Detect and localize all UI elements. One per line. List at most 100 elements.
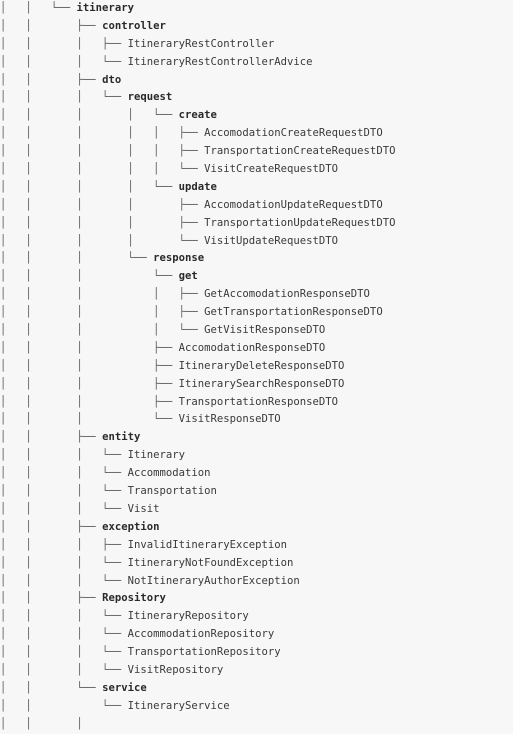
tree-guides: │ │ │ └── (0, 449, 128, 462)
file-name: Accommodation (127, 467, 211, 480)
tree-line: │ │ │ ├── ItineraryDeleteResponseDTO (0, 358, 395, 376)
tree-line: │ │ └── ItineraryService (0, 698, 395, 716)
tree-guides: │ │ │ └── (0, 610, 128, 623)
tree-guides: │ │ │ └── (0, 628, 128, 641)
tree-guides: │ │ │ ├── (0, 37, 128, 50)
file-name: ItineraryRestController (127, 37, 275, 50)
tree-line: │ │ │ ├── TransportationResponseDTO (0, 394, 395, 412)
tree-line: │ │ │ └── Accommodation (0, 465, 395, 483)
tree-guides: │ │ │ └── (0, 252, 154, 265)
file-name: Itinerary (127, 449, 185, 462)
tree-line: │ │ │ │ └── VisitUpdateRequestDTO (0, 233, 395, 251)
file-name: GetAccomodationResponseDTO (204, 288, 370, 301)
tree-guides: │ │ │ ├── (0, 341, 179, 354)
file-name: ItineraryRepository (127, 610, 249, 623)
tree-guides: │ │ │ │ ├── (0, 216, 205, 229)
file-name: Transportation (127, 485, 217, 498)
file-name: ItineraryService (127, 699, 230, 712)
file-name: VisitCreateRequestDTO (204, 163, 339, 176)
folder-name: service (102, 681, 147, 694)
folder-name: controller (102, 19, 166, 32)
tree-line: │ │ ├── exception (0, 519, 395, 537)
file-name: VisitResponseDTO (178, 413, 281, 426)
folder-name: response (153, 252, 205, 265)
tree-line: │ │ │ │ │ └── VisitCreateRequestDTO (0, 161, 395, 179)
tree-guides: │ │ │ └── (0, 663, 128, 676)
tree-guides: │ │ │ │ │ ├── (0, 127, 205, 140)
tree-line: │ │ │ └── VisitRepository (0, 662, 395, 680)
tree-guides: │ │ │ └── (0, 413, 179, 426)
tree-line: │ │ │ │ └── create (0, 107, 395, 125)
tree-guides: │ │ │ └── (0, 646, 128, 659)
tree-guides: │ │ │ └── (0, 556, 128, 569)
file-name: ItineraryNotFoundException (127, 556, 294, 569)
tree-guides: │ │ ├── (0, 520, 103, 533)
file-name: ItinerarySearchResponseDTO (178, 377, 345, 390)
file-name: TransportationResponseDTO (178, 395, 339, 408)
tree-line: │ │ │ └── NotItineraryAuthorException (0, 573, 395, 591)
tree-guides: │ │ │ │ │ └── (0, 163, 205, 176)
tree-guides: │ │ ├── (0, 431, 103, 444)
tree-guides: │ │ │ ├── (0, 395, 179, 408)
file-name: TransportationRepository (127, 646, 281, 659)
file-name: NotItineraryAuthorException (127, 574, 300, 587)
tree-guides: │ │ │ │ ├── (0, 288, 205, 301)
tree-line: │ │ │ │ └── update (0, 179, 395, 197)
tree-line: │ │ │ └── VisitResponseDTO (0, 411, 395, 429)
tree-guides: │ │ │ └── (0, 502, 128, 515)
tree-line: │ │ │ │ ├── GetAccomodationResponseDTO (0, 286, 395, 304)
tree-line: │ │ │ └── AccommodationRepository (0, 626, 395, 644)
tree-line: │ │ │ └── get (0, 268, 395, 286)
tree-guides: │ │ │ │ └── (0, 180, 179, 193)
tree-guides: │ │ │ (0, 717, 83, 730)
directory-tree: │ │ └── itinerary│ │ ├── controller│ │ │… (0, 0, 395, 730)
tree-line: │ │ │ └── Transportation (0, 483, 395, 501)
tree-line: │ │ │ └── TransportationRepository (0, 644, 395, 662)
file-name: VisitUpdateRequestDTO (204, 234, 339, 247)
tree-line: │ │ ├── entity (0, 429, 395, 447)
file-name: AccommodationRepository (127, 628, 275, 641)
file-name: AccomodationCreateRequestDTO (204, 127, 383, 140)
tree-line: │ │ └── itinerary (0, 0, 395, 18)
tree-line: │ │ │ └── ItineraryRepository (0, 608, 395, 626)
file-name: ItineraryDeleteResponseDTO (178, 359, 345, 372)
tree-line: │ │ │ └── ItineraryNotFoundException (0, 555, 395, 573)
tree-line: │ │ │ └── ItineraryRestControllerAdvice (0, 54, 395, 72)
tree-guides: │ │ │ │ └── (0, 324, 205, 337)
tree-line: │ │ │ ├── AccomodationResponseDTO (0, 340, 395, 358)
file-name: InvalidItineraryException (127, 538, 288, 551)
folder-name: dto (102, 73, 122, 86)
tree-guides: │ │ │ ├── (0, 359, 179, 372)
file-name: VisitRepository (127, 663, 224, 676)
file-name: ItineraryRestControllerAdvice (127, 55, 313, 68)
tree-guides: │ │ │ └── (0, 485, 128, 498)
tree-guides: │ │ └── (0, 699, 128, 712)
tree-line: │ │ │ │ ├── GetTransportationResponseDTO (0, 304, 395, 322)
tree-line: │ │ │ ├── InvalidItineraryException (0, 537, 395, 555)
tree-guides: │ │ ├── (0, 73, 103, 86)
tree-guides: │ │ │ └── (0, 574, 128, 587)
folder-name: create (178, 109, 217, 122)
tree-line: │ │ ├── Repository (0, 590, 395, 608)
tree-line: │ │ │ ├── ItineraryRestController (0, 36, 395, 54)
tree-line: │ │ │ │ ├── TransportationUpdateRequestD… (0, 215, 395, 233)
tree-guides: │ │ │ └── (0, 467, 128, 480)
tree-line: │ │ │ └── response (0, 250, 395, 268)
tree-line: │ │ ├── controller (0, 18, 395, 36)
tree-guides: │ │ ├── (0, 592, 103, 605)
tree-line: │ │ │ └── Visit (0, 501, 395, 519)
folder-name: request (127, 91, 173, 104)
tree-line: │ │ │ └── Itinerary (0, 447, 395, 465)
file-name: AccomodationUpdateRequestDTO (204, 198, 383, 211)
tree-guides: │ │ │ │ └── (0, 109, 179, 122)
tree-guides: │ │ │ └── (0, 270, 179, 283)
tree-guides: │ │ │ ├── (0, 377, 179, 390)
tree-line: │ │ │ │ │ ├── TransportationCreateReques… (0, 143, 395, 161)
file-name: AccomodationResponseDTO (178, 341, 326, 354)
file-name: TransportationUpdateRequestDTO (204, 216, 396, 229)
tree-guides: │ │ │ ├── (0, 538, 128, 551)
tree-guides: │ │ │ │ ├── (0, 306, 205, 319)
folder-name: update (178, 180, 217, 193)
tree-guides: │ │ │ │ ├── (0, 198, 205, 211)
tree-guides: │ │ │ │ │ ├── (0, 145, 205, 158)
